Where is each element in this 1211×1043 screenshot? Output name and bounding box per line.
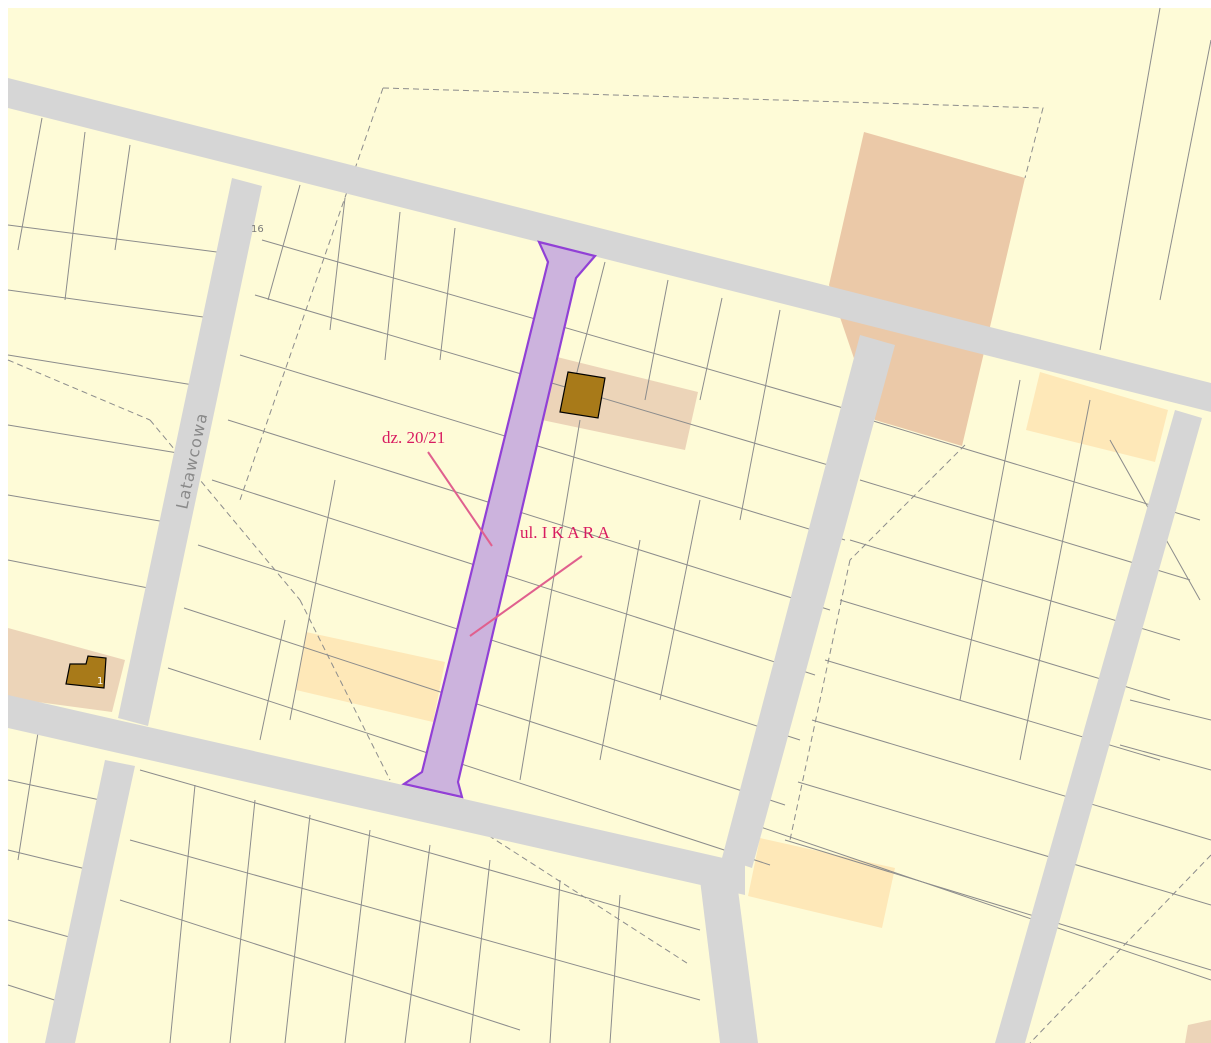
house-number-16: 16: [251, 224, 264, 235]
annotation-leaders: [427, 451, 583, 637]
zone-yellow-right: [1026, 372, 1168, 462]
road-bottom: [8, 695, 745, 895]
annotation-parcel-label: dz. 20/21: [382, 428, 445, 447]
annotation-street-label: ul. I K A R A: [520, 523, 610, 542]
road-top: [8, 78, 1211, 412]
road-latawcowa: [118, 178, 262, 726]
road-mid-right: [722, 335, 895, 868]
dashed-boundaries: [7, 87, 1211, 1043]
zone-light-tan-left: [8, 628, 125, 712]
buildings: [65, 371, 606, 689]
leader-street: [469, 555, 583, 637]
leader-parcel: [427, 451, 493, 547]
map-frame-top: [0, 0, 1211, 8]
highlighted-parcel-ikara[interactable]: [401, 240, 598, 799]
building-left: [65, 655, 107, 689]
road-bottom-left: [45, 760, 135, 1043]
road-bottom-down: [700, 880, 758, 1043]
parcel-lines: [7, 7, 1211, 1043]
road-far-right: [995, 410, 1202, 1043]
building-center: [559, 371, 606, 419]
map-frame-left: [0, 0, 8, 1043]
roads: [8, 78, 1211, 1043]
zone-light-tan-corner: [1185, 1020, 1211, 1043]
zone-yellow-left: [296, 632, 445, 722]
house-number-1: 1: [97, 676, 103, 687]
